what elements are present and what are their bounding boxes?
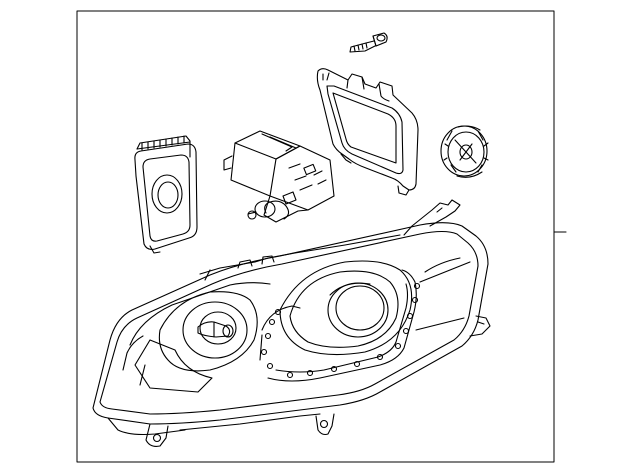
bulb-bracket (317, 69, 418, 195)
diagram-frame (77, 11, 554, 462)
mounting-screw (350, 33, 387, 52)
ballast-control-unit (135, 136, 197, 253)
drl-led-group (262, 284, 420, 378)
access-cover (441, 126, 488, 177)
leveling-motor (224, 131, 334, 222)
headlamp-assembly (93, 200, 490, 446)
